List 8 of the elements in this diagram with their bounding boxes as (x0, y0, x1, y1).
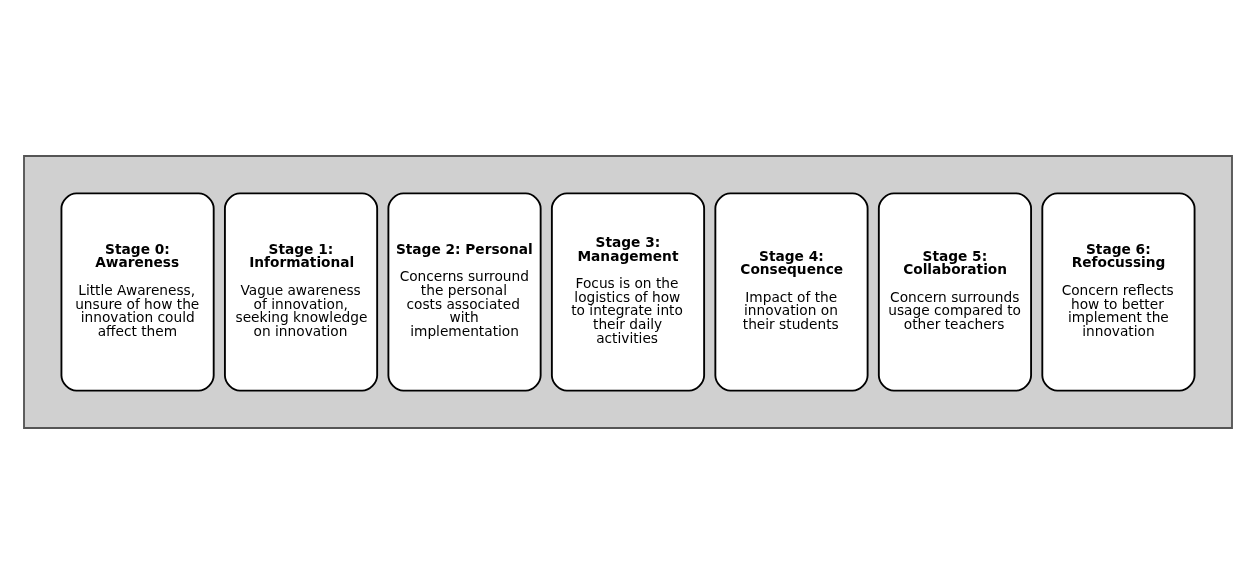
cluster (23, 155, 1233, 429)
node-box: Stage 0: Awareness Little Awareness, unsure of how the innovation could affect them (60, 192, 215, 392)
node-box: Stage 1: Informational Vague awareness of innovation, seeking knowledge on innovation (224, 192, 379, 392)
node-box: Stage 4: Consequence Impact of the innovation on their students (714, 192, 869, 392)
node-box: Stage 5: Collaboration Concern surrounds usage compared to other teachers (877, 192, 1032, 392)
node-box: Stage 6: Refocussing Concern reflects how to better implement the innovation (1041, 192, 1196, 392)
node-box: Stage 3: Management Focus is on the logistics of how to integrate into their daily activities (550, 192, 706, 392)
node-box: Stage 2: Personal Concerns surround the personal costs associated with implementation (387, 192, 542, 392)
